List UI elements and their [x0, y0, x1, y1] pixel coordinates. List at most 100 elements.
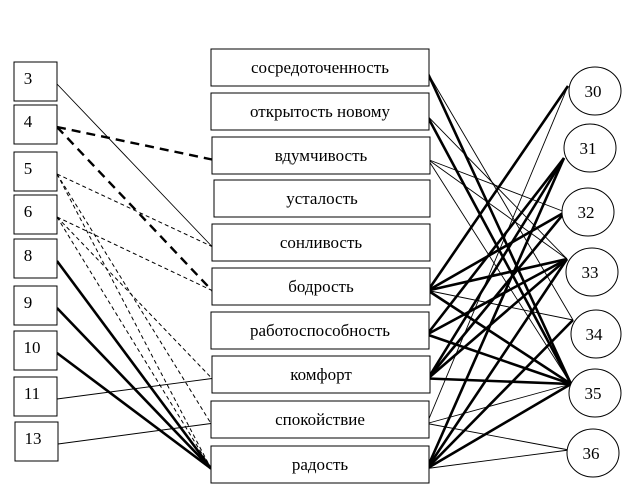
edge-rabot-c33	[426, 257, 568, 336]
edge-n5-rados	[56, 173, 212, 469]
right-node-label: 35	[585, 384, 602, 403]
edge-rabot-c31	[425, 157, 566, 336]
right-node-circle	[561, 187, 615, 237]
edge-rados-c31	[425, 157, 566, 470]
left-node-label: 10	[24, 338, 41, 357]
edge-bodr-c30	[426, 85, 570, 292]
right-node-32: 32	[561, 187, 615, 237]
left-node-label: 5	[24, 159, 33, 178]
left-node-9: 9	[13, 285, 58, 326]
middle-node-box	[211, 267, 431, 306]
left-node-label: 8	[24, 246, 33, 265]
middle-node-rados: радость	[210, 445, 430, 484]
edge-n11-komf	[56, 378, 213, 400]
edge-komf-c31	[426, 157, 566, 380]
middle-node-box	[213, 179, 431, 218]
edge-n3-sonl	[56, 83, 213, 247]
middle-node-rabot: работоспособность	[210, 311, 430, 350]
left-node-box	[13, 61, 58, 102]
left-node-label: 4	[24, 112, 33, 131]
middle-node-box	[211, 136, 431, 175]
right-node-circle	[568, 66, 622, 116]
middle-node-box	[210, 92, 430, 131]
edge-vdum-c33	[427, 159, 568, 260]
middle-node-box	[210, 400, 430, 439]
left-node-box	[13, 151, 58, 192]
edge-n9-rados	[56, 307, 212, 470]
left-node-4: 4	[13, 104, 58, 145]
middle-node-komf: комфорт	[211, 355, 431, 394]
right-node-34: 34	[570, 309, 622, 359]
edge-rados-c35	[426, 382, 572, 470]
right-node-36: 36	[566, 428, 620, 478]
right-node-label: 36	[583, 444, 600, 463]
left-node-11: 11	[13, 376, 58, 417]
middle-node-label: усталость	[286, 189, 358, 208]
edge-komf-c33	[427, 258, 568, 380]
middle-node-box	[210, 311, 430, 350]
middle-node-sonl: сонливость	[211, 223, 431, 262]
left-node-box	[13, 330, 58, 371]
nodes-layer: 345689101113сосредоточенностьоткрытость …	[13, 48, 622, 484]
edge-n6-bodr	[56, 216, 213, 291]
edge-sosred-c35	[425, 70, 573, 385]
edge-sosred-c34	[426, 71, 574, 321]
middle-node-label: сосредоточенность	[251, 58, 389, 77]
edge-komf-c32	[426, 211, 567, 380]
middle-node-label: открытость новому	[250, 102, 390, 121]
middle-node-box	[210, 48, 430, 87]
edge-n8-rados	[55, 260, 213, 470]
middle-node-label: комфорт	[290, 365, 352, 384]
middle-node-label: сонливость	[280, 233, 363, 252]
right-node-circle	[565, 247, 619, 297]
left-node-box	[13, 285, 58, 326]
left-node-5: 5	[13, 151, 58, 192]
left-node-label: 6	[24, 202, 33, 221]
edge-bodr-c34	[427, 290, 574, 321]
middle-node-label: радость	[292, 455, 349, 474]
edge-n5-sonl	[56, 173, 213, 247]
left-node-10: 10	[13, 330, 58, 371]
middle-node-label: бодрость	[288, 277, 354, 296]
left-node-6: 6	[13, 194, 58, 235]
right-node-label: 31	[580, 139, 597, 158]
right-node-30: 30	[568, 66, 622, 116]
edge-rados-c33	[425, 258, 569, 470]
right-node-circle	[568, 368, 622, 418]
left-node-label: 13	[25, 429, 42, 448]
left-node-label: 3	[24, 69, 33, 88]
right-node-label: 33	[582, 263, 599, 282]
right-node-circle	[570, 309, 622, 359]
middle-node-bodr: бодрость	[211, 267, 431, 306]
right-node-label: 34	[586, 325, 604, 344]
left-node-8: 8	[13, 238, 58, 279]
edge-n5-spok	[56, 173, 212, 424]
middle-node-label: вдумчивость	[275, 146, 368, 165]
edge-n4-vdum	[56, 125, 213, 161]
edge-n4-bodr	[56, 126, 213, 292]
middle-node-otkr: открытость новому	[210, 92, 430, 131]
middle-node-box	[211, 223, 431, 262]
edge-n13-spok	[57, 423, 212, 445]
edge-bodr-c32	[427, 210, 566, 292]
edge-n10-rados	[56, 351, 212, 470]
left-node-box	[13, 238, 58, 279]
middle-node-sosred: сосредоточенность	[210, 48, 430, 87]
right-node-35: 35	[568, 368, 622, 418]
middle-node-label: работоспособность	[250, 321, 390, 340]
right-node-label: 30	[585, 82, 602, 101]
edge-n6-komf	[56, 216, 213, 379]
left-node-label: 9	[24, 293, 33, 312]
right-node-circle	[566, 428, 620, 478]
edges-layer	[55, 70, 574, 470]
middle-node-vdum: вдумчивость	[211, 136, 431, 175]
middle-node-ustal: усталость	[213, 179, 431, 218]
edge-bodr-c35	[427, 289, 572, 386]
edge-n6-rados	[56, 216, 212, 469]
right-node-33: 33	[565, 247, 619, 297]
edge-bodr-c33	[427, 257, 568, 292]
left-node-label: 11	[24, 384, 40, 403]
left-node-3: 3	[13, 61, 58, 102]
middle-node-label: спокойствие	[275, 410, 365, 429]
